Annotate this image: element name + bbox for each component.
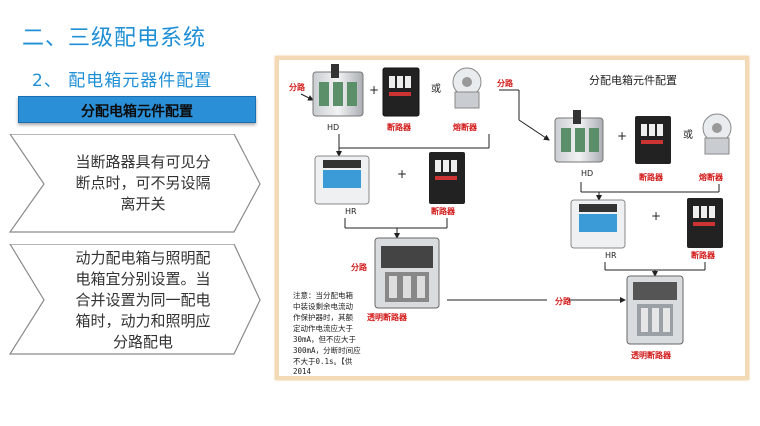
fuse-label-2: 熔断器	[699, 172, 724, 182]
isolating-switch-hd-icon	[313, 64, 363, 116]
note-line-3: 作保护器时，其额	[293, 312, 353, 322]
breaker-label-4: 断路器	[691, 250, 716, 260]
hd-label-right: HD	[581, 169, 593, 178]
leakage-breaker-icon	[627, 276, 683, 344]
note-line-4: 定动作电流应大于	[293, 323, 353, 333]
note-line-7: 不大于0.1s。【供	[293, 356, 353, 366]
note-callout-1: 当断路器具有可见分 断点时，可不另设隔 离开关	[8, 134, 264, 234]
hr-label-right: HR	[605, 251, 617, 260]
isolating-switch-hr-icon	[571, 200, 625, 248]
distribution-box-diagram: 分配电箱元件配置 分路 HD + 断路器 或 熔断器 分路	[275, 56, 749, 380]
note-1-line-3: 离开关	[52, 194, 234, 215]
branch-label-mid: 分路	[555, 296, 572, 306]
note-2-text: 动力配电箱与照明配 电箱宜分别设置。当 合并设置为同一配电 箱时，动力和照明应 …	[52, 248, 234, 353]
circuit-breaker-icon	[635, 116, 671, 164]
branch-label-left: 分路	[289, 82, 306, 92]
regulation-note: 注意：当分配电箱 中装设剩余电流动 作保护器时，其额 定动作电流应大于 30mA…	[293, 290, 361, 366]
note-2-line-1: 动力配电箱与照明配	[52, 248, 234, 269]
branch-label-top: 分路	[497, 78, 514, 88]
plus-sign-3: +	[617, 129, 627, 143]
isolating-switch-hr-icon	[315, 156, 369, 204]
note-2-line-5: 分路配电	[52, 332, 234, 353]
note-line-9: 2014	[293, 367, 312, 376]
isolating-switch-hd-icon	[555, 110, 603, 162]
fuse-icon	[453, 68, 481, 108]
note-2-line-3: 合并设置为同一配电	[52, 290, 234, 311]
note-1-text: 当断路器具有可见分 断点时，可不另设隔 离开关	[52, 152, 234, 215]
plus-sign-2: +	[397, 167, 407, 181]
leakage-breaker-label-right: 透明断路器	[631, 350, 672, 360]
or-label: 或	[431, 83, 441, 95]
breaker-label-3: 断路器	[639, 172, 664, 182]
diagram-title: 分配电箱元件配置	[589, 73, 677, 87]
note-1-line-2: 断点时，可不另设隔	[52, 173, 234, 194]
breaker-label-1: 断路器	[387, 122, 412, 132]
note-line-2: 中装设剩余电流动	[293, 301, 353, 311]
note-2-line-4: 箱时，动力和照明应	[52, 311, 234, 332]
fuse-icon	[703, 114, 731, 154]
page-title: 二、三级配电系统	[22, 20, 206, 52]
circuit-breaker-icon	[687, 198, 723, 248]
section-label: 分配电箱元件配置	[19, 101, 255, 121]
hr-label-left: HR	[345, 207, 357, 216]
or-label-2: 或	[683, 129, 693, 141]
note-line-6: 300mA，分断时间应	[293, 345, 361, 355]
note-line-1: 注意：当分配电箱	[293, 290, 353, 300]
diagram-canvas: 分配电箱元件配置 分路 HD + 断路器 或 熔断器 分路	[279, 60, 745, 376]
circuit-breaker-icon	[383, 68, 419, 116]
breaker-label-2: 断路器	[431, 206, 456, 216]
note-line-5: 30mA，但不应大于	[293, 334, 357, 344]
note-callout-2: 动力配电箱与照明配 电箱宜分别设置。当 合并设置为同一配电 箱时，动力和照明应 …	[8, 244, 264, 356]
leakage-breaker-icon	[375, 238, 439, 308]
section-label-bar: 分配电箱元件配置	[18, 96, 256, 123]
hd-label-left: HD	[327, 123, 339, 132]
note-2-line-2: 电箱宜分别设置。当	[52, 269, 234, 290]
plus-sign-4: +	[651, 209, 661, 223]
leakage-breaker-label-left: 透明断路器	[367, 312, 408, 322]
section-subtitle: 2、 配电箱元器件配置	[32, 66, 212, 91]
circuit-breaker-icon	[429, 152, 465, 204]
branch-label-bottom: 分路	[351, 262, 368, 272]
note-1-line-1: 当断路器具有可见分	[52, 152, 234, 173]
fuse-label-1: 熔断器	[453, 122, 478, 132]
plus-sign: +	[369, 83, 379, 97]
